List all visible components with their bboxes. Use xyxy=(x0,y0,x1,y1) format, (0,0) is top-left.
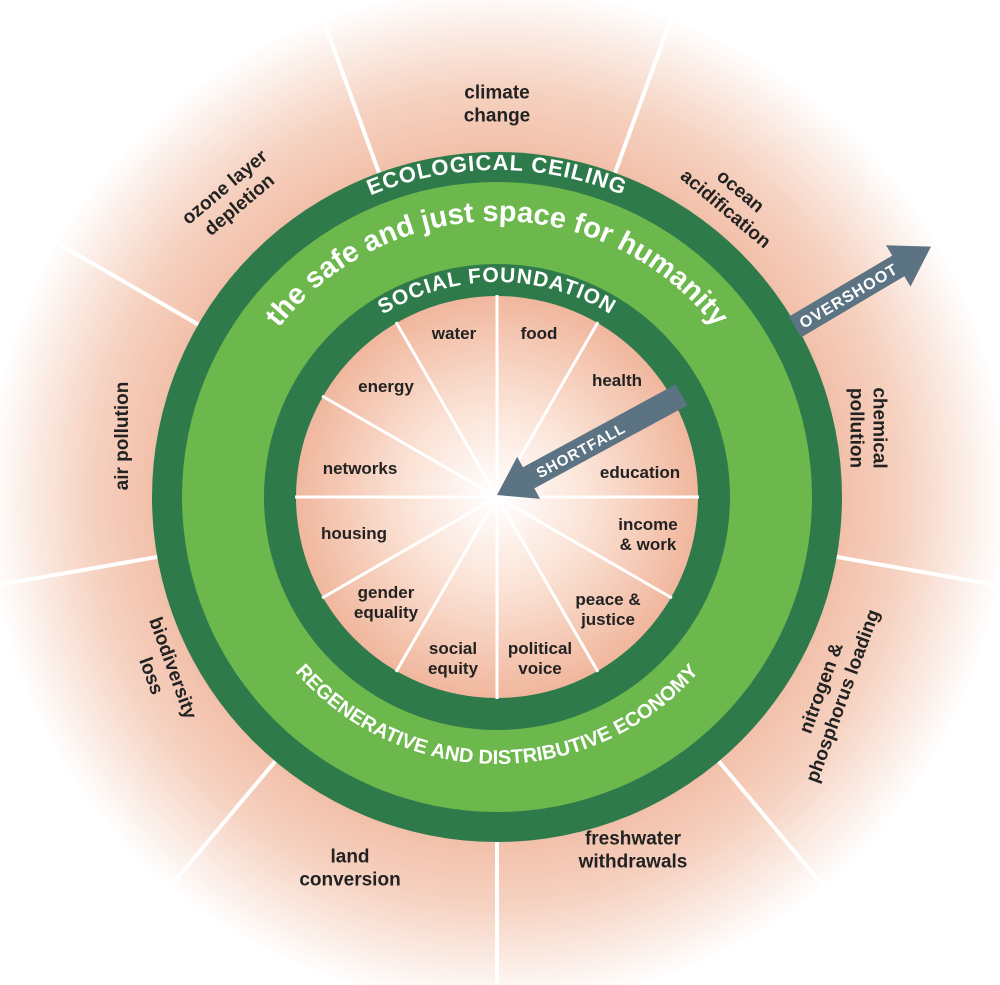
label-air-pollution: air pollution xyxy=(112,382,133,491)
ceiling-divider xyxy=(831,554,1000,588)
ceiling-divider xyxy=(161,756,280,897)
foundation-divider xyxy=(321,495,498,600)
label-housing: housing xyxy=(321,524,387,543)
label-energy: energy xyxy=(358,377,414,396)
label-income-work: income& work xyxy=(618,515,678,554)
label-health: health xyxy=(592,371,642,390)
ceiling-divider xyxy=(317,7,383,179)
label-peace-justice: peace &justice xyxy=(575,590,640,629)
label-food: food xyxy=(521,324,558,343)
foundation-divider xyxy=(394,321,499,498)
foundation-divider xyxy=(495,496,600,673)
foundation-divider xyxy=(496,495,673,600)
label-chemical-pollution: chemicalpollution xyxy=(846,387,890,468)
foundation-divider xyxy=(394,496,499,673)
label-education: education xyxy=(600,463,680,482)
ceiling-divider xyxy=(45,235,204,329)
ceiling-divider xyxy=(611,7,677,179)
foundation-divider xyxy=(321,394,498,499)
label-networks: networks xyxy=(323,459,398,478)
label-water: water xyxy=(431,324,477,343)
ceiling-divider xyxy=(0,554,163,587)
ceiling-divider xyxy=(714,756,833,897)
